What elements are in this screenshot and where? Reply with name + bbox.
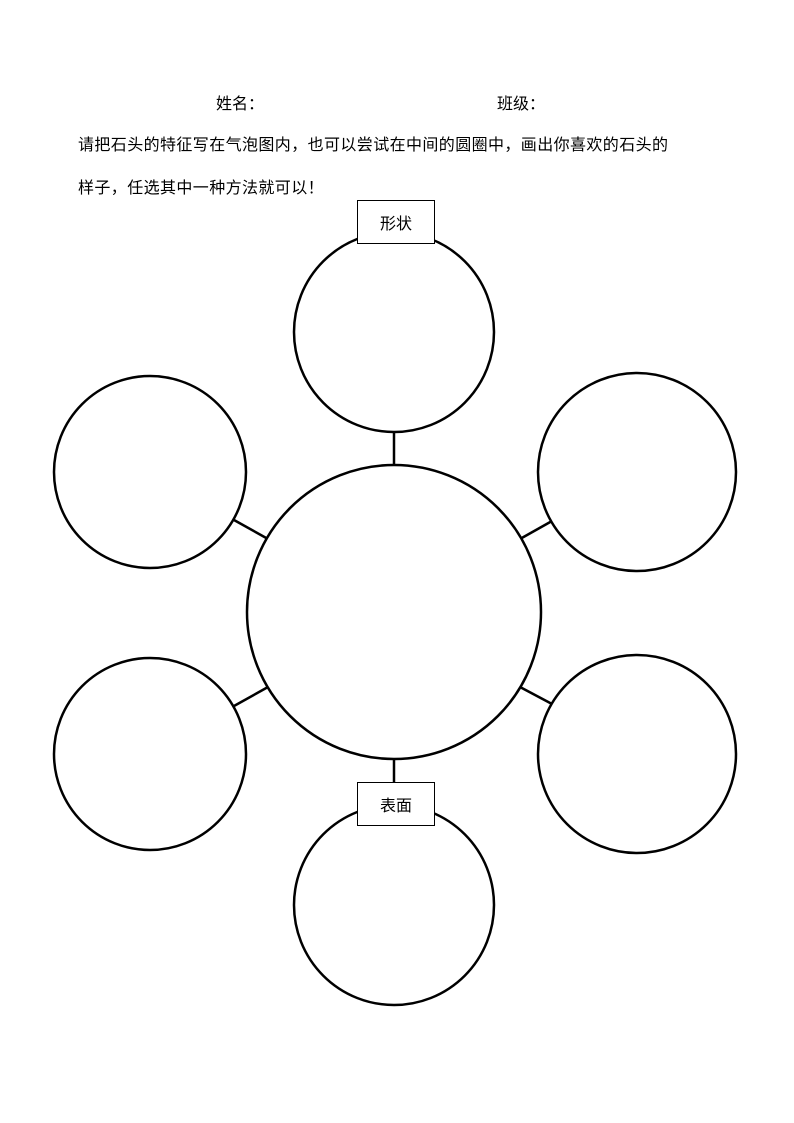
bubble-label-shape: 形状 — [357, 200, 435, 244]
bubble-upper-right[interactable] — [536, 371, 738, 573]
class-field-label: 班级： — [497, 94, 546, 113]
bubble-upper-left[interactable] — [52, 374, 248, 570]
bubble-lower-left[interactable] — [52, 656, 248, 852]
name-field-label: 姓名： — [216, 94, 265, 113]
bubble-bottom[interactable] — [292, 803, 496, 1007]
bubble-top[interactable] — [292, 230, 496, 434]
connector-upper-right — [519, 519, 553, 541]
connector-lower-right — [519, 685, 553, 706]
bubble-label-surface: 表面 — [357, 782, 435, 826]
center-bubble[interactable] — [245, 463, 543, 761]
bubble-lower-right[interactable] — [536, 653, 738, 855]
connector-lower-left — [233, 685, 269, 708]
instruction-line-1: 请把石头的特征写在气泡图内，也可以尝试在中间的圆圈中，画出你喜欢的石头的 — [78, 135, 669, 154]
instruction-line-2: 样子，任选其中一种方法就可以！ — [78, 178, 325, 197]
connector-upper-left — [233, 518, 269, 541]
